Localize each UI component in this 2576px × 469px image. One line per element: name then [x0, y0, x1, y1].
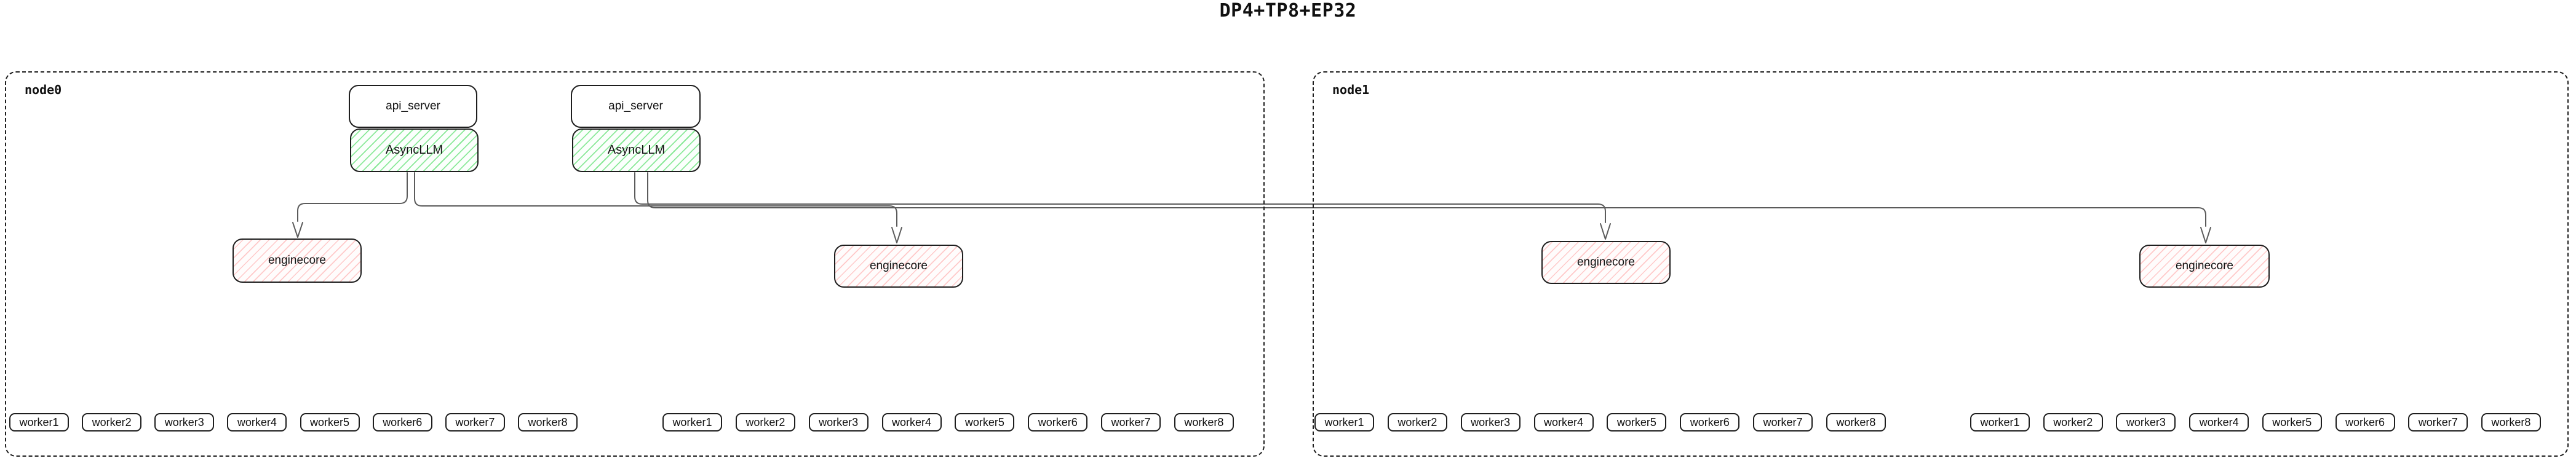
enginecore-box-1: enginecore [233, 238, 362, 283]
node1-container: node1 [1313, 71, 2569, 457]
worker-box: worker6 [372, 413, 432, 432]
worker-box: worker8 [517, 413, 578, 432]
node0-label: node0 [25, 82, 62, 97]
api-server-box-2: api_server [571, 85, 701, 128]
worker-box: worker7 [1101, 413, 1161, 432]
worker-box: worker2 [2043, 413, 2103, 432]
asyncllm-box-2: AsyncLLM [572, 128, 701, 172]
worker-box: worker5 [2262, 413, 2322, 432]
worker-box: worker1 [9, 413, 69, 432]
node0-container: node0 [5, 71, 1265, 457]
worker-box: worker1 [1970, 413, 2030, 432]
worker-box: worker3 [2116, 413, 2176, 432]
enginecore-box-3: enginecore [1541, 241, 1671, 284]
asyncllm-box-1: AsyncLLM [350, 128, 479, 172]
worker-box: worker8 [1174, 413, 1234, 432]
worker-box: worker3 [808, 413, 869, 432]
worker-box: worker4 [2189, 413, 2249, 432]
worker-box: worker1 [1314, 413, 1374, 432]
worker-group-4: worker1 worker2 worker3 worker4 worker5 worke… [1970, 413, 2541, 432]
api-server-box-1: api_server [349, 85, 477, 128]
worker-box: worker2 [82, 413, 142, 432]
worker-box: worker5 [955, 413, 1015, 432]
worker-box: worker8 [1826, 413, 1886, 432]
worker-box: worker7 [1753, 413, 1813, 432]
diagram-title: DP4+TP8+EP32 [1219, 0, 1357, 22]
worker-box: worker2 [1387, 413, 1447, 432]
worker-box: worker4 [227, 413, 287, 432]
worker-group-2: worker1 worker2 worker3 worker4 worker5 worke… [662, 413, 1234, 432]
worker-box: worker4 [881, 413, 942, 432]
worker-box: worker8 [2481, 413, 2541, 432]
worker-group-3: worker1 worker2 worker3 worker4 worker5 worke… [1314, 413, 1886, 432]
worker-box: worker2 [735, 413, 795, 432]
worker-box: worker3 [1460, 413, 1521, 432]
worker-box: worker5 [1607, 413, 1667, 432]
worker-group-1: worker1 worker2 worker3 worker4 worker5 worke… [9, 413, 578, 432]
worker-box: worker7 [445, 413, 505, 432]
worker-box: worker4 [1533, 413, 1594, 432]
worker-box: worker5 [300, 413, 360, 432]
worker-box: worker1 [662, 413, 722, 432]
worker-box: worker6 [1028, 413, 1088, 432]
worker-box: worker3 [154, 413, 215, 432]
worker-box: worker6 [1680, 413, 1740, 432]
node1-label: node1 [1332, 82, 1370, 97]
worker-box: worker7 [2408, 413, 2468, 432]
enginecore-box-4: enginecore [2139, 245, 2270, 288]
worker-box: worker6 [2335, 413, 2395, 432]
enginecore-box-2: enginecore [834, 245, 963, 288]
